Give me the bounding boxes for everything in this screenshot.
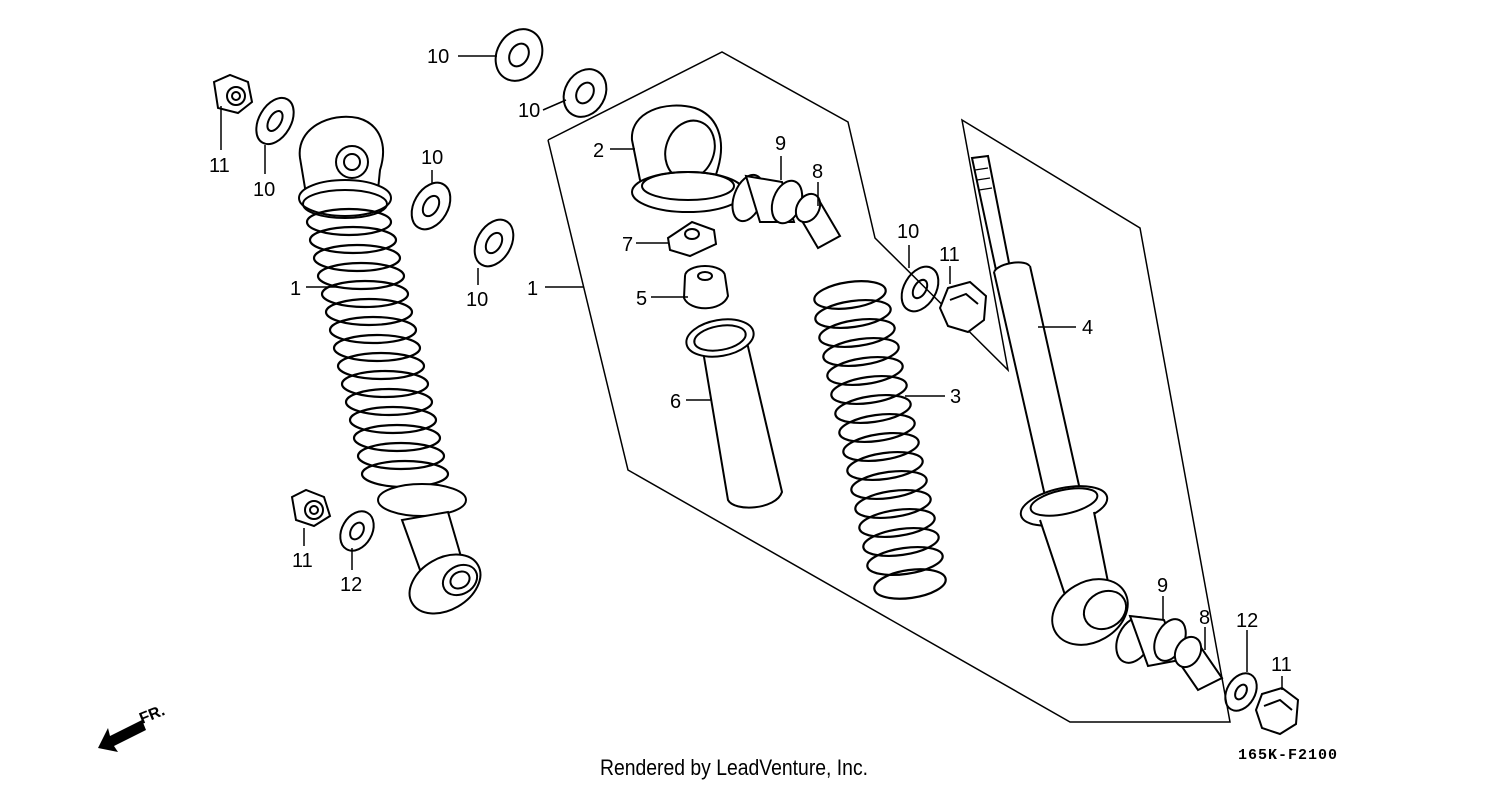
collar-8-lower: [1173, 635, 1224, 692]
callout-4: 4: [1082, 317, 1093, 339]
left-spring-coils: [305, 207, 450, 489]
callout-11: 11: [209, 155, 230, 177]
washer-10-top-b: [562, 68, 608, 118]
washer-10-right: [900, 265, 940, 313]
callout-10: 10: [421, 147, 443, 169]
bushing-9-upper: [731, 173, 804, 225]
callout-1: 1: [290, 278, 301, 300]
callout-10: 10: [253, 179, 275, 201]
callout-2: 2: [593, 140, 604, 162]
washer-12-left: [339, 510, 375, 552]
washer-12-right: [1224, 672, 1258, 712]
callout-5: 5: [636, 288, 647, 310]
callout-12: 12: [340, 574, 362, 596]
callout-3: 3: [950, 386, 961, 408]
spring-3: [813, 280, 947, 600]
callout-10: 10: [427, 46, 449, 68]
callout-9: 9: [775, 133, 786, 155]
callout-10: 10: [897, 221, 919, 243]
washer-10-mid-b: [473, 218, 515, 268]
washer-10-mid-a: [410, 181, 452, 231]
callout-1: 1: [527, 278, 538, 300]
rear-shock-assembly: [298, 115, 482, 615]
plate-7: [666, 220, 718, 258]
callout-8: 8: [1199, 607, 1210, 629]
callout-8: 8: [812, 161, 823, 183]
cap-nut-11-bottom-right: [1254, 686, 1300, 736]
callout-labels: 10 10 11 10 10 10 1 11 12 1 2 9 8 7 5 6 …: [209, 46, 1292, 676]
collar-8-upper: [794, 192, 842, 250]
washer-10-top-a: [494, 28, 544, 82]
callout-12: 12: [1236, 610, 1258, 632]
callout-11: 11: [939, 244, 960, 266]
front-marker-label: FR.: [137, 702, 167, 727]
cap-nut-11-right: [938, 280, 988, 334]
callout-11: 11: [1271, 654, 1292, 676]
bump-rubber-5: [682, 265, 730, 310]
callout-7: 7: [622, 234, 633, 256]
upper-mount-2: [630, 104, 745, 213]
callout-11: 11: [292, 550, 313, 572]
nut-11-top-left: [212, 73, 254, 115]
damper-4: [970, 154, 1129, 646]
callout-10: 10: [466, 289, 488, 311]
rendered-by-footer: Rendered by LeadVenture, Inc.: [600, 755, 869, 780]
diagram-code: 165K-F2100: [1238, 747, 1339, 764]
nut-11-bottom-left: [290, 488, 332, 528]
front-arrow-icon: FR.: [98, 702, 167, 752]
kit-outline: [547, 51, 1231, 723]
dust-tube-6: [685, 318, 784, 509]
callout-9: 9: [1157, 575, 1168, 597]
callout-10: 10: [518, 100, 540, 122]
washer-10-left: [255, 96, 295, 146]
callout-6: 6: [670, 391, 681, 413]
leader-lines: [220, 55, 1283, 690]
